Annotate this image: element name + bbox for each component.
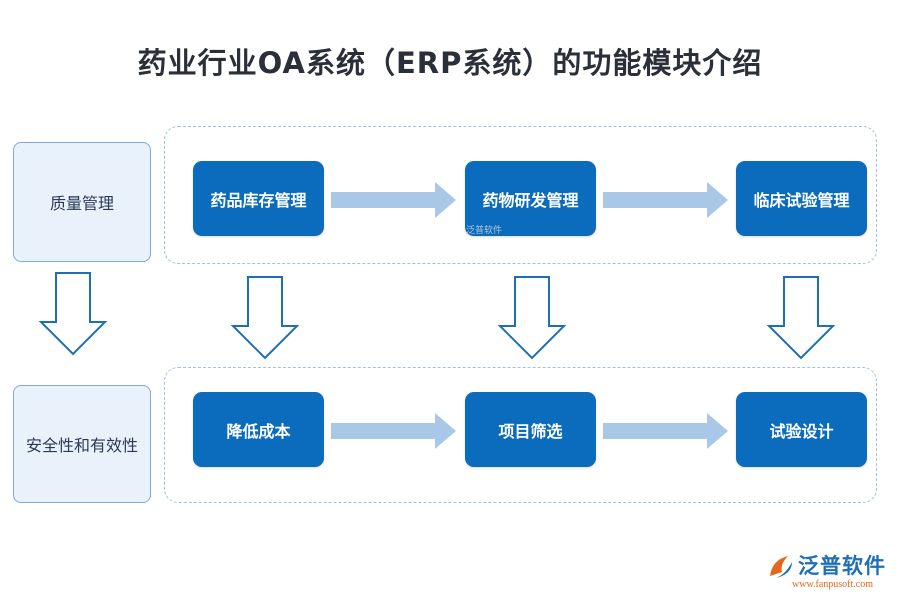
right-arrow-2 xyxy=(603,182,728,218)
right-arrow-1 xyxy=(331,182,456,218)
down-arrow-2 xyxy=(230,276,300,360)
brand-logo: 泛普软件 www.fanpusoft.com xyxy=(764,550,894,596)
down-arrow-3 xyxy=(497,276,567,360)
down-arrow-4 xyxy=(766,276,836,360)
side-label-safety: 安全性和有效性 xyxy=(13,385,151,503)
node-trial-design[interactable]: 试验设计 xyxy=(736,392,867,467)
group-row-2 xyxy=(164,367,877,503)
watermark: 泛普软件 xyxy=(466,226,503,236)
down-arrow-1 xyxy=(38,272,108,356)
node-clinical-trial[interactable]: 临床试验管理 xyxy=(736,161,867,236)
right-arrow-4 xyxy=(603,413,728,449)
logo-icon xyxy=(770,556,792,578)
node-drug-inventory[interactable]: 药品库存管理 xyxy=(193,161,324,236)
node-reduce-cost[interactable]: 降低成本 xyxy=(193,392,324,467)
group-row-1 xyxy=(164,126,877,264)
side-label-quality: 质量管理 xyxy=(13,142,151,262)
logo-name: 泛普软件 xyxy=(798,554,886,578)
page-title: 药业行业OA系统（ERP系统）的功能模块介绍 xyxy=(137,46,763,80)
right-arrow-3 xyxy=(331,413,456,449)
node-drug-rnd[interactable]: 药物研发管理 xyxy=(465,161,596,236)
node-project-screening[interactable]: 项目筛选 xyxy=(465,392,596,467)
logo-url: www.fanpusoft.com xyxy=(792,579,874,590)
